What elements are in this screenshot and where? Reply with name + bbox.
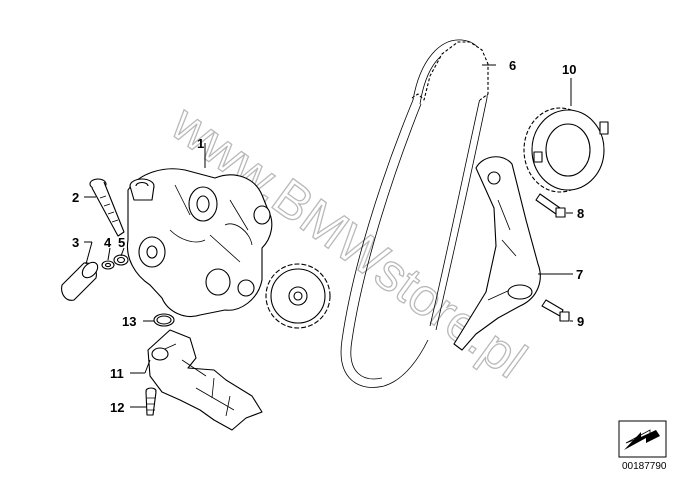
callout-11: 11	[110, 366, 124, 381]
sprocket-part-10[interactable]	[523, 107, 609, 193]
callout-8: 8	[577, 206, 584, 221]
bolt-part-2[interactable]	[89, 178, 125, 237]
timing-chain-part-6[interactable]	[340, 39, 489, 388]
callout-5: 5	[118, 235, 125, 250]
callout-3: 3	[72, 235, 79, 250]
callout-9: 9	[577, 314, 584, 329]
callout-6: 6	[509, 58, 516, 73]
callout-2: 2	[72, 190, 79, 205]
seal-ring-part-13[interactable]	[153, 313, 175, 327]
pump-inlet	[129, 178, 155, 201]
sleeve-part-3[interactable]	[61, 259, 101, 301]
callout-10: 10	[562, 62, 576, 77]
washer-part-4[interactable]	[101, 260, 115, 270]
leader-lines	[84, 64, 573, 408]
bolt-part-12[interactable]	[145, 387, 157, 416]
callout-12: 12	[110, 400, 124, 415]
oil-pump[interactable]	[126, 168, 273, 317]
callout-7: 7	[576, 267, 583, 282]
suction-bracket-part-11[interactable]	[147, 329, 263, 431]
diagram-number: 00187790	[622, 461, 667, 472]
callout-13: 13	[122, 314, 136, 329]
tensioner-rail-part-7[interactable]	[453, 156, 541, 351]
arrow-corner-icon	[618, 420, 667, 458]
callout-1: 1	[197, 136, 204, 151]
pump-sprocket	[265, 263, 331, 329]
oring-part-5[interactable]	[113, 254, 129, 266]
bolt-part-9[interactable]	[541, 299, 570, 322]
callout-4: 4	[104, 235, 112, 250]
bolt-part-8[interactable]	[535, 193, 566, 218]
